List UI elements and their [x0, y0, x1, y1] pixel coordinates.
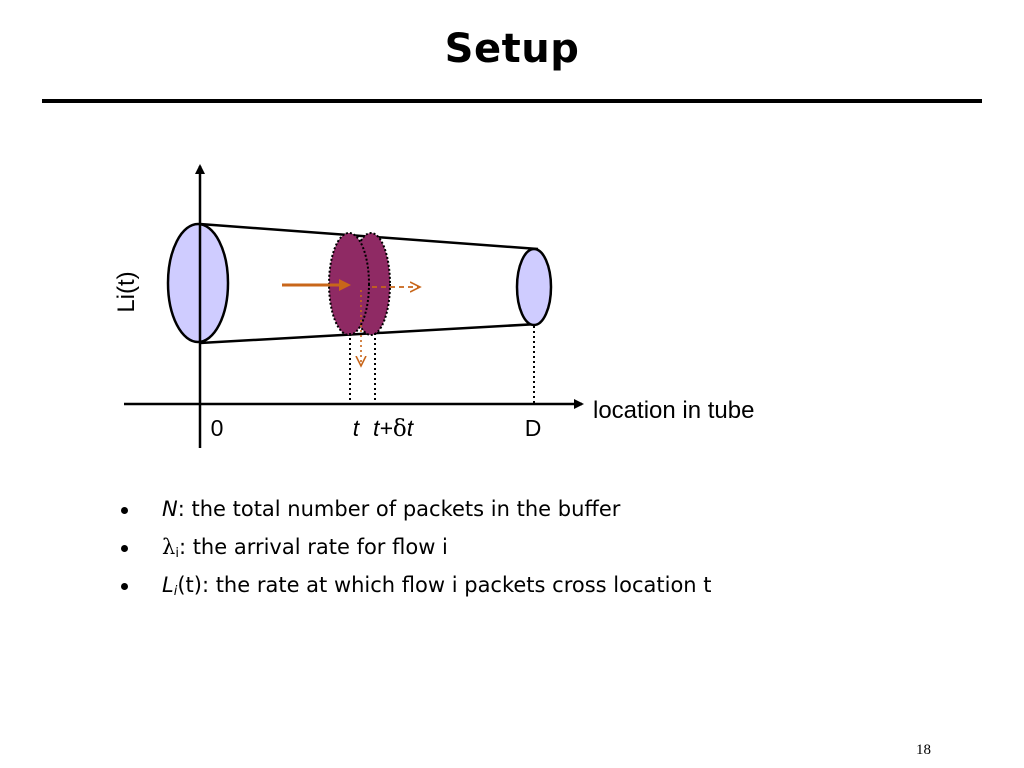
bullet-L: Li(t): the rate at which flow i packets …: [118, 569, 712, 607]
x-axis-label: location in tube: [593, 397, 754, 424]
bullet-text: : the total number of packets in the buf…: [177, 497, 621, 521]
bullet-symbol: λ: [162, 535, 176, 559]
title-divider: [42, 99, 982, 103]
tick-label-D: D: [525, 415, 542, 441]
bullet-dot: [121, 545, 128, 552]
tick-label-0: 0: [211, 415, 224, 441]
bullet-text: : the arrival rate for flow i: [178, 535, 448, 559]
bullet-symbol: L: [162, 573, 174, 597]
bullet-subscript: i: [175, 546, 179, 561]
bullet-dot: [121, 507, 128, 514]
bullet-N: N: the total number of packets in the bu…: [118, 493, 712, 531]
tick-t-dt-symbol: δ: [393, 416, 407, 442]
tick-label-t-plus-dt: t+δt: [373, 415, 415, 442]
definition-list: N: the total number of packets in the bu…: [118, 493, 712, 607]
page-number: 18: [916, 742, 931, 758]
bullet-symbol: N: [162, 497, 178, 521]
bullet-subscript: i: [173, 584, 178, 599]
tick-t-dt-suffix: t: [407, 415, 415, 441]
slide-title: Setup: [444, 26, 580, 72]
bullet-lambda: λi: the arrival rate for flow i: [118, 531, 712, 569]
bullet-text: (t): the rate at which flow i packets cr…: [177, 573, 712, 597]
tick-label-t: t: [353, 415, 361, 441]
bullet-dot: [121, 583, 128, 590]
tube-right-cap: [515, 247, 553, 327]
y-axis-label: Li(t): [113, 271, 140, 312]
tube-left-cap: [166, 222, 230, 344]
tick-t-dt-prefix: t+: [373, 415, 393, 441]
